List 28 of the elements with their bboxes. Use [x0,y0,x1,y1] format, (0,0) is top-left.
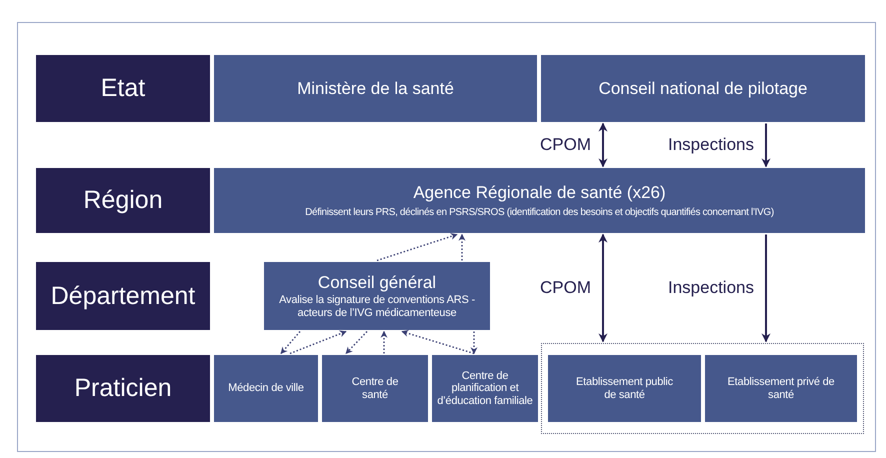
entity-box: Ministère de la santé [214,55,537,122]
arrow [762,124,770,168]
arrow [598,234,608,342]
level-label-box: Département [36,262,210,330]
edge-label: Inspections [668,278,754,298]
level-label-box: Etat [36,55,210,122]
dotted-arrow [280,331,301,354]
arrow [598,122,608,168]
dotted-arrow [346,331,368,354]
dotted-arrow [458,234,466,260]
entity-box: Etablissement public de santé [548,355,701,422]
group-outline [541,343,864,434]
entity-box: Conseil général Avalise la signature de conventions ARS - acteurs de l’IVG médicamenteuse [264,262,490,330]
entity-box: Etablissement privé de santé [705,355,857,422]
entity-box: Conseil national de pilotage [541,55,865,122]
level-label-box: Région [36,168,210,233]
dotted-arrow [290,330,347,354]
dotted-arrow [380,330,388,354]
arrow [762,234,770,342]
level-label-box: Praticien [36,355,210,422]
entity-box: Médecin de ville [214,355,318,422]
dotted-arrow [470,332,478,354]
dotted-arrow [401,330,474,354]
entity-box: Centre de santé [322,355,428,422]
edge-label: Inspections [668,135,754,155]
entity-box: Centre de planification et d’éducation familiale [432,355,538,422]
dotted-arrow [376,233,458,262]
entity-box: Agence Régionale de santé (x26) Définissent leurs PRS, déclinés en PSRS/SROS (identification des besoins et objectifs quantifiés concernant l’IVG) [214,168,865,233]
